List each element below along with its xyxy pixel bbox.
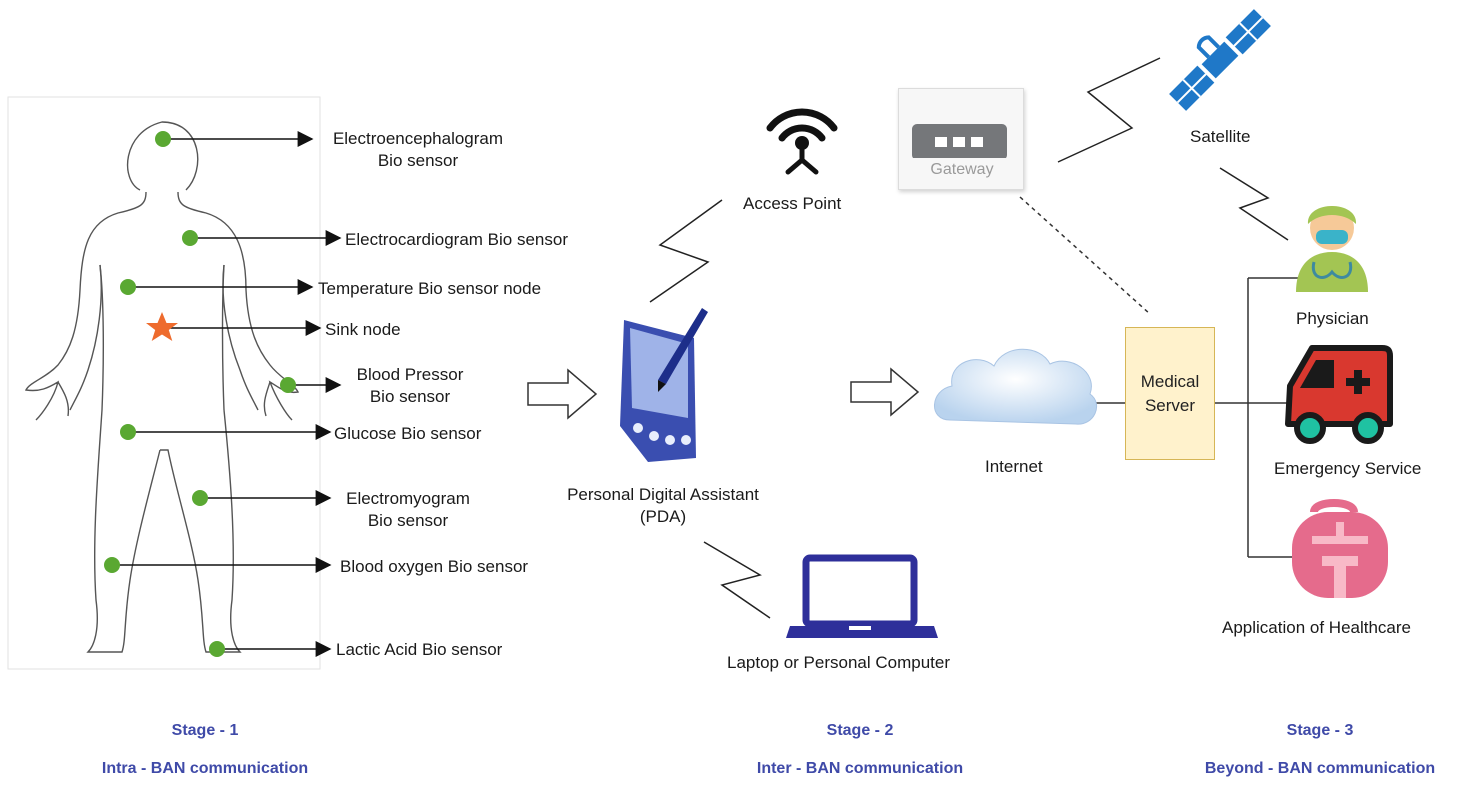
sensor-label-emg: Electromyogram Bio sensor bbox=[346, 489, 470, 530]
satellite-label: Satellite bbox=[1190, 127, 1251, 146]
internet-cloud-icon bbox=[934, 348, 1097, 425]
stage-3-title: Stage - 3 bbox=[1286, 722, 1354, 739]
sensor-label-lactic: Lactic Acid Bio sensor bbox=[336, 640, 503, 659]
stage-2-subtitle: Inter - BAN communication bbox=[756, 760, 964, 777]
human-body-outline bbox=[24, 121, 300, 653]
laptop-label: Laptop or Personal Computer bbox=[727, 653, 951, 672]
gateway-label: Gateway bbox=[930, 161, 994, 178]
sensor-node-lactic bbox=[209, 641, 225, 657]
emergency-service-label: Emergency Service bbox=[1274, 459, 1422, 478]
stage2-to-stage3-arrow bbox=[850, 367, 920, 417]
stage-1-title: Stage - 1 bbox=[171, 722, 239, 739]
stage1-to-stage2-arrow bbox=[527, 368, 598, 420]
access-point-icon bbox=[766, 108, 838, 175]
healthcare-app-icon bbox=[1292, 499, 1388, 598]
stage-1-caption: Stage - 1 Intra - BAN communication bbox=[90, 722, 320, 778]
sensor-label-oxygen: Blood oxygen Bio sensor bbox=[340, 557, 529, 576]
gateway-device-icon bbox=[912, 124, 1007, 158]
wireless-link-pda-ap bbox=[649, 199, 723, 303]
sensor-label-temp: Temperature Bio sensor node bbox=[318, 279, 542, 298]
sink-node-star bbox=[146, 312, 178, 341]
ambulance-icon bbox=[1285, 345, 1393, 444]
sensor-connectors bbox=[112, 131, 342, 657]
sensor-node-oxygen bbox=[104, 557, 120, 573]
pda-icon bbox=[620, 308, 708, 462]
server-branch-lines bbox=[1215, 277, 1300, 558]
sensor-nodes bbox=[104, 131, 296, 657]
sensor-node-emg bbox=[192, 490, 208, 506]
sensor-node-eeg bbox=[155, 131, 171, 147]
satellite-icon bbox=[1169, 9, 1271, 111]
medical-server-box: Medical Server bbox=[1125, 327, 1215, 460]
server-label-line1: Medical bbox=[1140, 371, 1200, 391]
wireless-link-pda-laptop bbox=[703, 541, 771, 619]
laptop-icon bbox=[786, 554, 938, 638]
physician-icon bbox=[1296, 206, 1368, 292]
body-panel bbox=[7, 96, 321, 670]
sensor-node-temp bbox=[120, 279, 136, 295]
physician-label: Physician bbox=[1296, 309, 1369, 328]
stage-3-subtitle: Beyond - BAN communication bbox=[1204, 760, 1436, 777]
stage-2-caption: Stage - 2 Inter - BAN communication bbox=[710, 722, 1010, 778]
wireless-link-satellite-physician bbox=[1219, 167, 1289, 241]
sensor-node-bp bbox=[280, 377, 296, 393]
sensor-node-ecg bbox=[182, 230, 198, 246]
internet-label: Internet bbox=[985, 457, 1043, 476]
stage-3-caption: Stage - 3 Beyond - BAN communication bbox=[1160, 722, 1480, 778]
server-label-line2: Server bbox=[1144, 395, 1196, 415]
stage-2-title: Stage - 2 bbox=[826, 722, 894, 739]
sensor-label-eeg: Electroencephalogram Bio sensor bbox=[332, 129, 504, 170]
healthcare-app-label: Application of Healthcare bbox=[1222, 618, 1412, 637]
sensor-label-bp: Blood Pressor Bio sensor bbox=[356, 365, 464, 406]
sensor-label-glucose: Glucose Bio sensor bbox=[334, 424, 482, 443]
access-point-label: Access Point bbox=[743, 194, 842, 213]
pda-label: Personal Digital Assistant (PDA) bbox=[567, 485, 759, 526]
sensor-node-glucose bbox=[120, 424, 136, 440]
gateway-server-dashed-link bbox=[1019, 196, 1151, 315]
sensor-label-ecg: Electrocardiogram Bio sensor bbox=[345, 230, 568, 249]
sensor-label-sink: Sink node bbox=[325, 320, 401, 339]
wireless-link-gateway-satellite bbox=[1057, 57, 1161, 163]
stage-1-subtitle: Intra - BAN communication bbox=[101, 760, 309, 777]
